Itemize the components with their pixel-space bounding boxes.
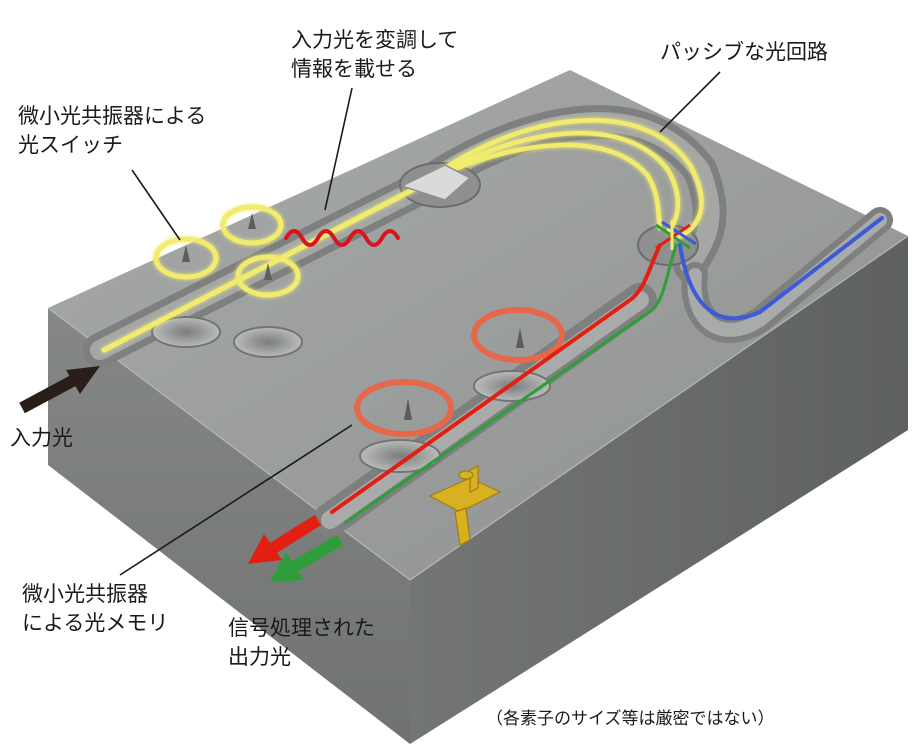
output-waveguides <box>330 216 884 524</box>
output-light-label-line-1: 信号処理された <box>228 616 375 640</box>
chip-front-face <box>48 308 410 744</box>
resonator-posts <box>182 213 524 420</box>
switch-ring-1 <box>153 236 219 280</box>
memory-label-line-2: による光メモリ <box>22 611 169 635</box>
switch-label-line-2: 光スイッチ <box>18 133 123 157</box>
input-light-label-line-1: 入力光 <box>10 426 73 450</box>
red-output-waveguide <box>330 243 662 514</box>
waveguide-splitter <box>400 164 472 201</box>
modulate-leader <box>324 87 353 211</box>
red-output-arrow <box>248 514 322 564</box>
input-waveguide <box>101 183 423 353</box>
chip-right-face <box>410 236 908 744</box>
switch-resonators <box>153 204 301 298</box>
input-arrow <box>19 366 100 414</box>
output-light-label: 信号処理された 出力光 <box>228 614 375 672</box>
modulation-wave <box>284 229 400 247</box>
green-output-waveguide <box>344 243 678 524</box>
modulate-label-line-1: 入力光を変調して <box>291 28 459 52</box>
output-light-label-line-2: 出力光 <box>228 645 291 669</box>
switch-leader <box>131 169 181 241</box>
switch-ring-3 <box>235 254 301 298</box>
green-output-arrow <box>270 534 344 582</box>
input-light-label: 入力光 <box>10 424 73 453</box>
gold-electrode <box>428 465 502 546</box>
waveguide-crossing <box>655 220 697 250</box>
passive-circuit-label: パッシブな光回路 <box>660 38 828 67</box>
leader-lines <box>119 71 721 576</box>
loop-waveguide-3 <box>437 142 663 231</box>
memory-ring-1 <box>354 379 454 437</box>
loop-waveguide-2 <box>427 131 681 235</box>
memory-resonators <box>354 307 565 437</box>
yellow-waveguides <box>101 118 704 353</box>
modulate-label-line-2: 情報を載せる <box>291 57 417 81</box>
size-disclaimer-note: （各素子のサイズ等は厳密ではない） <box>486 709 775 729</box>
blue-passive-waveguide <box>678 216 884 321</box>
switch-ring-2 <box>220 204 284 246</box>
loop-waveguide-1 <box>417 118 704 241</box>
memory-leader <box>119 424 353 576</box>
memory-ring-2 <box>471 307 565 363</box>
passive-leader <box>659 71 721 133</box>
passive-circuit-label-line-1: パッシブな光回路 <box>660 40 828 64</box>
memory-label: 微小光共振器 による光メモリ <box>22 580 168 638</box>
modulate-label: 入力光を変調して 情報を載せる <box>291 26 458 84</box>
memory-label-line-1: 微小光共振器 <box>22 582 148 606</box>
switch-label: 微小光共振器による 光スイッチ <box>18 102 206 160</box>
switch-label-line-1: 微小光共振器による <box>18 104 207 128</box>
